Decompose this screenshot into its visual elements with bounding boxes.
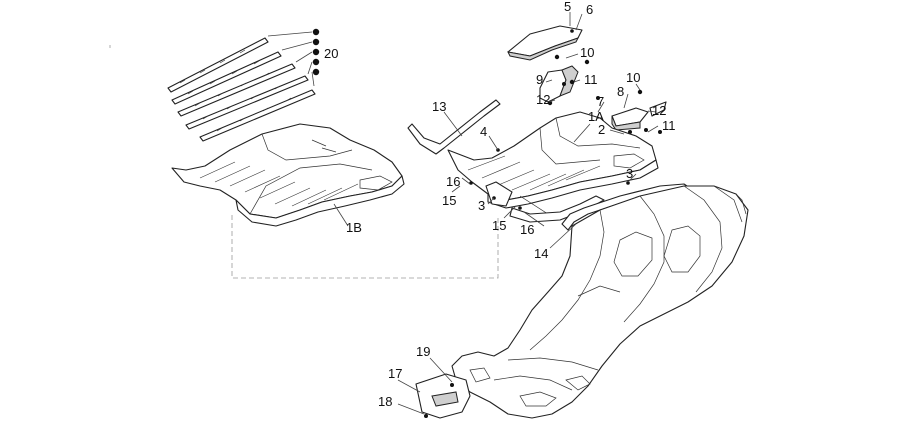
callout-10-right: 10 xyxy=(626,70,640,85)
scooter-body-frame xyxy=(451,185,749,419)
callout-18: 18 xyxy=(378,394,392,409)
part-6-top-cover xyxy=(507,25,583,61)
callout-5: 5 xyxy=(564,0,571,14)
part-17-plate xyxy=(415,373,471,419)
part-20-floor-strips xyxy=(167,37,316,142)
callout-11: 11 xyxy=(584,72,598,87)
leader-lines xyxy=(333,12,659,415)
callout-17: 17 xyxy=(388,366,402,381)
assembly-dashed-lines xyxy=(109,45,499,279)
callout-12-right: 12 xyxy=(652,103,666,118)
callout-11-right: 11 xyxy=(662,118,676,133)
callout-15: 15 xyxy=(442,193,456,208)
callout-4: 4 xyxy=(480,124,487,139)
part-1b-footboard xyxy=(171,123,405,227)
part-13-side-strip xyxy=(407,99,501,155)
callout-20: 20 xyxy=(324,46,338,61)
callout-16: 16 xyxy=(446,174,460,189)
part-9-bracket xyxy=(539,54,579,106)
callout-12: 12 xyxy=(536,92,550,107)
fasteners xyxy=(562,59,662,134)
part-20-bullet-markers xyxy=(267,28,320,87)
callout-8: 8 xyxy=(617,84,624,99)
callout-3: 3 xyxy=(626,166,633,181)
callout-7: 7 xyxy=(597,94,604,109)
callout-19: 19 xyxy=(416,344,430,359)
part-8-cover xyxy=(611,89,667,134)
callout-labels: 5 6 10 9 11 12 7 8 10 12 11 13 4 1A 2 16… xyxy=(324,0,676,409)
callout-13: 13 xyxy=(432,99,446,114)
callout-2: 2 xyxy=(598,122,605,137)
callout-9: 9 xyxy=(536,72,543,87)
callout-3-lower: 3 xyxy=(478,198,485,213)
callout-10: 10 xyxy=(580,45,594,60)
callout-14: 14 xyxy=(534,246,548,261)
callout-6: 6 xyxy=(586,2,593,17)
callout-15-lower: 15 xyxy=(492,218,506,233)
callout-1b: 1B xyxy=(346,220,362,235)
callout-1a: 1A xyxy=(588,109,604,124)
callout-16-lower: 16 xyxy=(520,222,534,237)
